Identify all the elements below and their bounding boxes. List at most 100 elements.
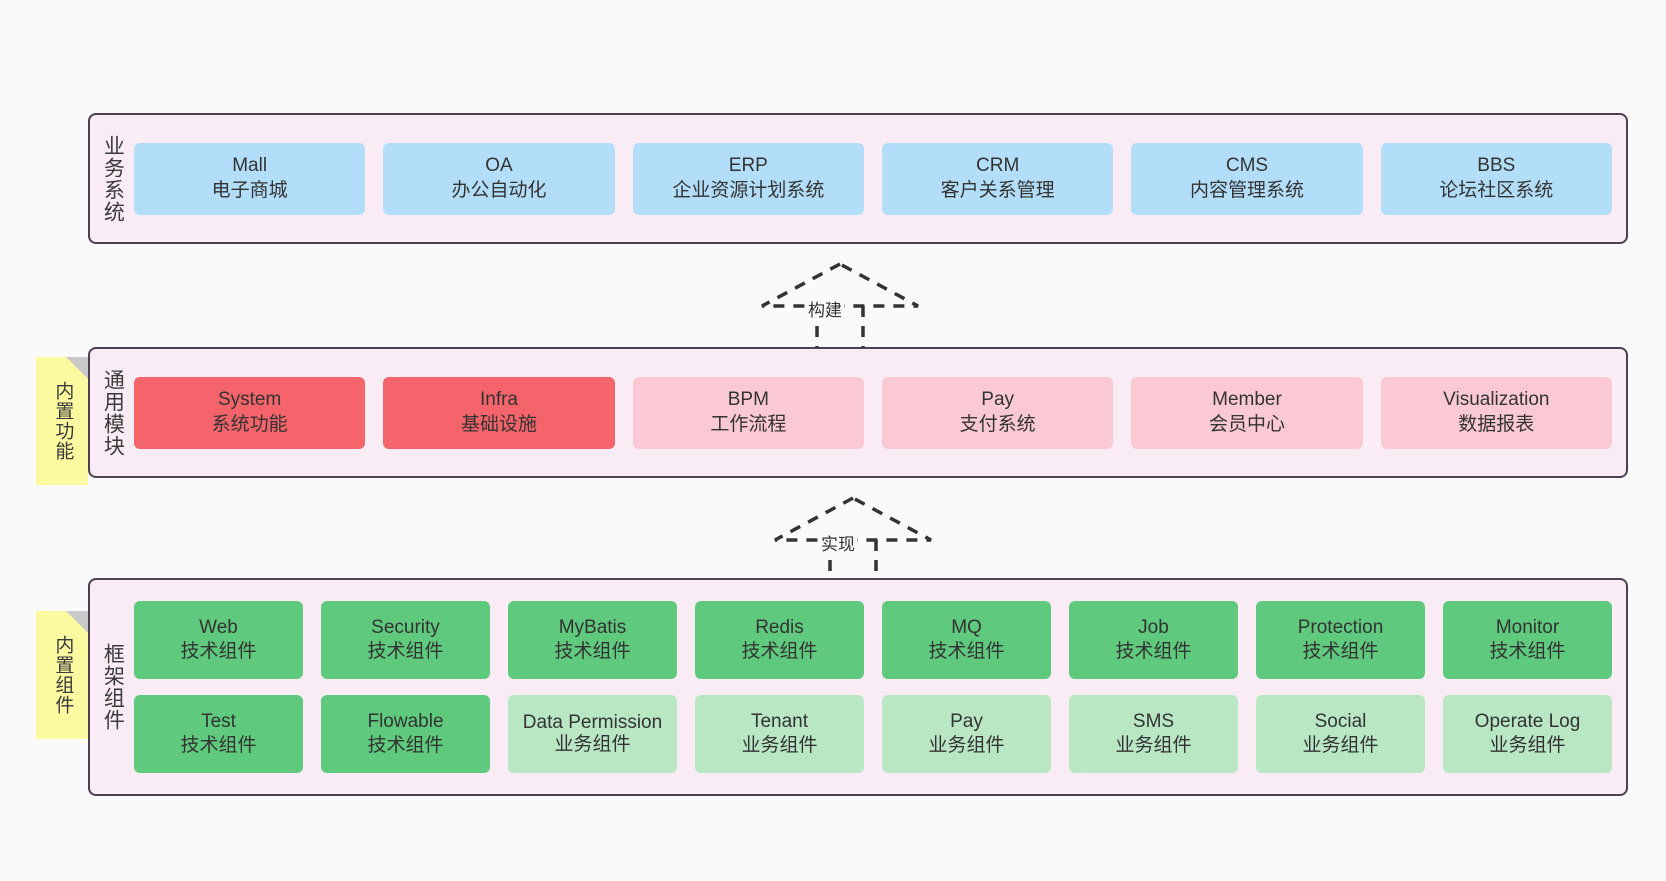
layer-row: System 系统功能 Infra 基础设施 BPM 工作流程 Pay 支付系统…: [134, 376, 1612, 449]
layer-row-technical: Web 技术组件 Security 技术组件 MyBatis 技术组件 Redi…: [134, 601, 1612, 679]
module-name-cn: 基础设施: [460, 413, 537, 435]
module-name-cn: 办公自动化: [451, 179, 547, 201]
module-name-en: ERP: [728, 155, 768, 177]
layer-body-common: System 系统功能 Infra 基础设施 BPM 工作流程 Pay 支付系统…: [134, 349, 1626, 476]
component-card-mq[interactable]: MQ 技术组件: [882, 601, 1051, 679]
component-card-redis[interactable]: Redis 技术组件: [695, 601, 864, 679]
component-type-cn: 技术组件: [928, 641, 1005, 662]
component-type-cn: 技术组件: [180, 735, 257, 756]
component-name-en: Flowable: [367, 710, 444, 732]
sticky-note-builtin-features[interactable]: 内置功能: [36, 357, 88, 485]
component-card-web[interactable]: Web 技术组件: [134, 601, 303, 679]
module-card-member[interactable]: Member 会员中心: [1131, 376, 1363, 449]
module-name-cn: 客户关系管理: [940, 179, 1055, 201]
module-card-bbs[interactable]: BBS 论坛社区系统: [1380, 142, 1612, 215]
component-type-cn: 技术组件: [367, 641, 444, 662]
component-name-en: MyBatis: [558, 616, 627, 638]
component-name-en: Pay: [950, 710, 983, 732]
component-name-en: Monitor: [1495, 616, 1560, 638]
component-card-operate-log[interactable]: Operate Log 业务组件: [1443, 695, 1612, 773]
module-name-en: BBS: [1477, 155, 1516, 177]
layer-title-business: 业务系统: [101, 134, 125, 223]
component-name-en: Data Permission: [522, 712, 663, 734]
component-type-cn: 技术组件: [1115, 641, 1192, 662]
layer-body-framework: Web 技术组件 Security 技术组件 MyBatis 技术组件 Redi…: [134, 580, 1626, 794]
layer-common-modules[interactable]: 通用模块 System 系统功能 Infra 基础设施 BPM 工作流程 Pay…: [88, 347, 1628, 478]
layer-body-business: Mall 电子商城 OA 办公自动化 ERP 企业资源计划系统 CRM 客户关系…: [134, 115, 1626, 242]
component-name-en: MQ: [951, 616, 982, 638]
component-name-en: Web: [199, 616, 238, 638]
module-name-en: Infra: [479, 389, 518, 411]
component-name-en: Tenant: [750, 710, 809, 732]
sticky-note-text: 内置组件: [52, 635, 74, 715]
module-name-cn: 系统功能: [211, 413, 288, 435]
component-name-en: Redis: [755, 616, 804, 638]
module-name-cn: 工作流程: [710, 413, 787, 435]
module-card-cms[interactable]: CMS 内容管理系统: [1131, 142, 1363, 215]
component-name-en: Security: [371, 616, 440, 638]
component-name-en: Job: [1138, 616, 1169, 638]
component-name-en: Social: [1314, 710, 1367, 732]
component-type-cn: 技术组件: [180, 641, 257, 662]
layer-title-framework: 框架组件: [101, 643, 125, 731]
folded-corner-icon: [66, 357, 88, 379]
sticky-note-builtin-components[interactable]: 内置组件: [36, 611, 88, 739]
arrow-label-implement: 实现: [819, 530, 857, 555]
component-card-data-permission[interactable]: Data Permission 业务组件: [508, 695, 677, 773]
component-card-job[interactable]: Job 技术组件: [1069, 601, 1238, 679]
layer-row: Mall 电子商城 OA 办公自动化 ERP 企业资源计划系统 CRM 客户关系…: [134, 142, 1612, 215]
module-card-pay[interactable]: Pay 支付系统: [881, 376, 1114, 449]
component-type-cn: 业务组件: [554, 734, 631, 755]
component-type-cn: 技术组件: [1302, 641, 1379, 662]
module-name-en: Visualization: [1443, 389, 1550, 411]
module-card-visualization[interactable]: Visualization 数据报表: [1380, 376, 1612, 449]
component-name-en: Operate Log: [1474, 710, 1581, 732]
component-card-mybatis[interactable]: MyBatis 技术组件: [508, 601, 677, 679]
module-card-crm[interactable]: CRM 客户关系管理: [881, 142, 1114, 215]
component-card-social[interactable]: Social 业务组件: [1256, 695, 1425, 773]
module-name-cn: 企业资源计划系统: [672, 179, 825, 201]
component-type-cn: 业务组件: [741, 735, 818, 756]
component-type-cn: 技术组件: [741, 641, 818, 662]
component-type-cn: 业务组件: [928, 735, 1005, 756]
module-name-en: Member: [1212, 389, 1282, 411]
arrow-build: 构建: [745, 258, 919, 358]
module-name-en: CRM: [976, 155, 1020, 177]
component-type-cn: 业务组件: [1489, 735, 1566, 756]
module-name-cn: 数据报表: [1458, 413, 1535, 435]
component-card-monitor[interactable]: Monitor 技术组件: [1443, 601, 1612, 679]
layer-row-business: Test 技术组件 Flowable 技术组件 Data Permission …: [134, 695, 1612, 773]
component-card-flowable[interactable]: Flowable 技术组件: [321, 695, 490, 773]
module-name-en: BPM: [727, 389, 769, 411]
module-name-cn: 电子商城: [211, 179, 288, 201]
component-card-tenant[interactable]: Tenant 业务组件: [695, 695, 864, 773]
component-card-test[interactable]: Test 技术组件: [134, 695, 303, 773]
component-card-pay[interactable]: Pay 业务组件: [882, 695, 1051, 773]
component-card-security[interactable]: Security 技术组件: [321, 601, 490, 679]
module-card-oa[interactable]: OA 办公自动化: [383, 142, 615, 215]
component-card-protection[interactable]: Protection 技术组件: [1256, 601, 1425, 679]
module-card-system[interactable]: System 系统功能: [134, 376, 366, 449]
arrow-label-build: 构建: [806, 296, 844, 321]
layer-title-common: 通用模块: [101, 368, 125, 457]
module-name-cn: 论坛社区系统: [1439, 179, 1554, 201]
module-name-en: Mall: [232, 155, 268, 177]
module-name-cn: 会员中心: [1208, 413, 1285, 435]
module-name-en: Pay: [981, 389, 1015, 411]
module-card-bpm[interactable]: BPM 工作流程: [632, 376, 864, 449]
component-name-en: SMS: [1132, 710, 1175, 732]
sticky-note-text: 内置功能: [52, 381, 74, 461]
module-card-mall[interactable]: Mall 电子商城: [134, 142, 366, 215]
component-card-sms[interactable]: SMS 业务组件: [1069, 695, 1238, 773]
module-name-en: OA: [485, 155, 513, 177]
module-name-en: System: [217, 389, 282, 411]
component-type-cn: 业务组件: [1302, 735, 1379, 756]
layer-framework-components[interactable]: 框架组件 Web 技术组件 Security 技术组件 MyBatis 技术组件…: [88, 578, 1628, 796]
module-card-erp[interactable]: ERP 企业资源计划系统: [632, 142, 864, 215]
module-name-en: CMS: [1225, 155, 1269, 177]
module-card-infra[interactable]: Infra 基础设施: [383, 376, 615, 449]
module-name-cn: 支付系统: [959, 413, 1036, 435]
component-type-cn: 技术组件: [367, 735, 444, 756]
layer-business-system[interactable]: 业务系统 Mall 电子商城 OA 办公自动化 ERP 企业资源计划系统 CRM…: [88, 113, 1628, 244]
